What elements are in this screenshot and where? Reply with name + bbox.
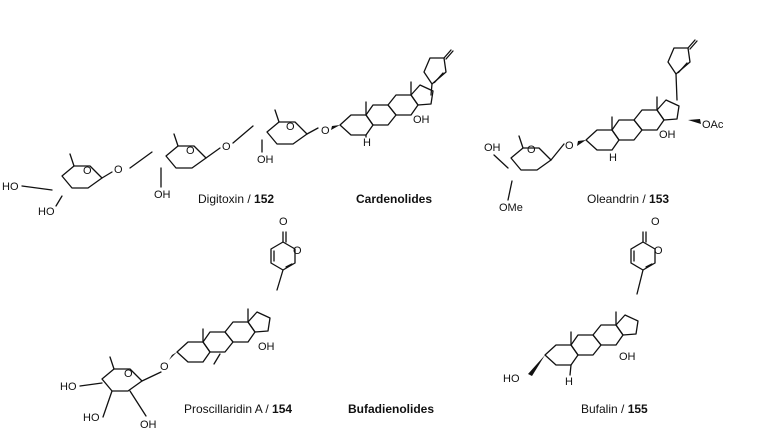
ring-oxygen: O xyxy=(83,165,92,177)
ring-oxygen: O xyxy=(186,145,195,157)
glycosidic-oxygen: O xyxy=(114,164,123,176)
oleandrin-structure: O H OH OAc O OH OMe xyxy=(484,39,724,214)
glycosidic-oxygen: O xyxy=(321,125,330,137)
caption-digitoxin: Digitoxin / 152 xyxy=(198,192,274,206)
ome-atom-label: OMe xyxy=(499,202,523,214)
heading-bufadienolides: Bufadienolides xyxy=(348,402,434,416)
ring-oxygen: O xyxy=(654,245,663,257)
ho-atom-label: HO xyxy=(38,206,55,218)
caption-oleandrin: Oleandrin / 153 xyxy=(587,192,669,206)
ring-oxygen: O xyxy=(527,144,536,156)
digitoxin-structure: O H OH O OH O O OH O O HO HO xyxy=(2,49,454,218)
oh-atom-label: OH xyxy=(258,341,275,353)
oac-atom-label: OAc xyxy=(702,119,724,131)
heading-cardenolides: Cardenolides xyxy=(356,192,432,206)
ho-atom-label: HO xyxy=(83,412,100,424)
o-atom-label: O xyxy=(651,216,660,228)
o-atom-label: O xyxy=(279,216,288,228)
h-atom-label: H xyxy=(609,152,617,164)
bufalin-structure: O O HO H OH xyxy=(503,216,663,388)
glycosidic-oxygen: O xyxy=(222,141,231,153)
oh-atom-label: OH xyxy=(154,189,171,201)
h-atom-label: H xyxy=(565,376,573,388)
ring-oxygen: O xyxy=(293,245,302,257)
oh-atom-label: OH xyxy=(659,129,676,141)
ho-atom-label: HO xyxy=(503,373,520,385)
ho-atom-label: HO xyxy=(2,181,19,193)
oh-atom-label: OH xyxy=(484,142,501,154)
glycosidic-oxygen: O xyxy=(160,361,169,373)
oh-atom-label: OH xyxy=(413,114,430,126)
oh-atom-label: OH xyxy=(257,154,274,166)
proscillaridin-structure: O O O OH O HO HO OH xyxy=(60,216,302,429)
glycosidic-oxygen: O xyxy=(565,140,574,152)
h-atom-label: H xyxy=(363,137,371,149)
ho-atom-label: HO xyxy=(60,381,77,393)
ring-oxygen: O xyxy=(124,368,133,380)
caption-bufalin: Bufalin / 155 xyxy=(581,402,648,416)
caption-proscillaridin: Proscillaridin A / 154 xyxy=(184,402,292,416)
ring-oxygen: O xyxy=(286,121,295,133)
oh-atom-label: OH xyxy=(140,419,157,429)
oh-atom-label: OH xyxy=(619,351,636,363)
